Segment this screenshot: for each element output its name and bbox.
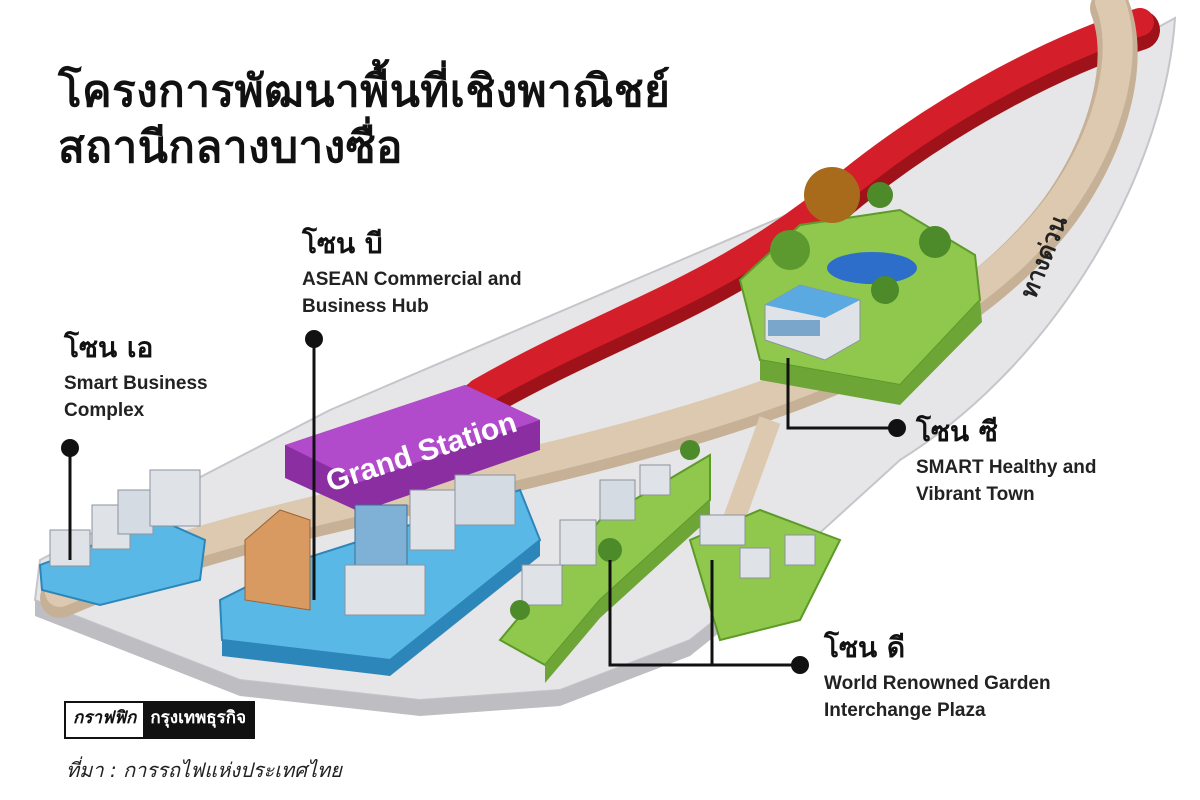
zone-c-building [764,284,861,361]
zone-c-desc-line-2: Vibrant Town [916,484,1035,505]
zone-d-desc-line-1: World Renowned Garden [824,673,1051,694]
page-title-line-1: โครงการพัฒนาพื้นที่เชิงพาณิชย์ [58,66,671,117]
page-title-line-2: สถานีกลางบางซื่อ [58,122,403,173]
zone-a-callout: โซน เอ Smart Business Complex [64,326,208,424]
zone-b-desc-line-1: ASEAN Commercial and [302,269,522,290]
zone-a-buildings [49,469,201,567]
zone-c-desc-line-1: SMART Healthy and [916,457,1097,478]
leader-dot-zone-b [305,330,323,348]
leader-dot-zone-a [61,439,79,457]
zone-a-name: โซน เอ [64,331,154,364]
leader-dot-zone-c [888,419,906,437]
source-credit: ที่มา : การรถไฟแห่งประเทศไทย [66,758,342,782]
graphic-credit-box: กราฟฟิก กรุงเทพธุรกิจ [64,701,256,739]
zone-c-name: โซน ซี [916,415,998,448]
zone-d-park-west-edge [545,500,710,683]
zone-d-buildings [521,464,816,606]
zone-a-desc-line-2: Complex [64,400,145,421]
grand-station-building [285,385,540,512]
zone-d-callout: โซน ดี World Renowned Garden Interchange… [824,626,1051,724]
zone-d-name: โซน ดี [824,631,906,664]
publisher-name: กรุงเทพธุรกิจ [143,703,254,737]
zone-b-desc-line-2: Business Hub [302,296,429,317]
interchange-ramp [719,416,781,534]
zone-a-desc-line-1: Smart Business [64,373,208,394]
site-ground-edge [35,560,790,716]
zone-c-callout: โซน ซี SMART Healthy and Vibrant Town [916,410,1097,508]
graphic-credit-label: กราฟฟิก [66,703,144,737]
zone-b-buildings [244,474,516,616]
zone-c-trees [770,167,951,304]
leader-line-zone-d [608,560,798,667]
zone-c-park-edge [760,300,982,405]
zone-d-trees [510,440,700,620]
zone-d-desc-line-2: Interchange Plaza [824,700,986,721]
leader-lines [68,340,895,667]
leader-dot-zone-d [791,656,809,674]
pond [827,252,917,284]
zone-b-name: โซน บี [302,227,383,260]
leader-line-zone-c [786,358,895,430]
zone-b-callout: โซน บี ASEAN Commercial and Business Hub [302,222,522,320]
